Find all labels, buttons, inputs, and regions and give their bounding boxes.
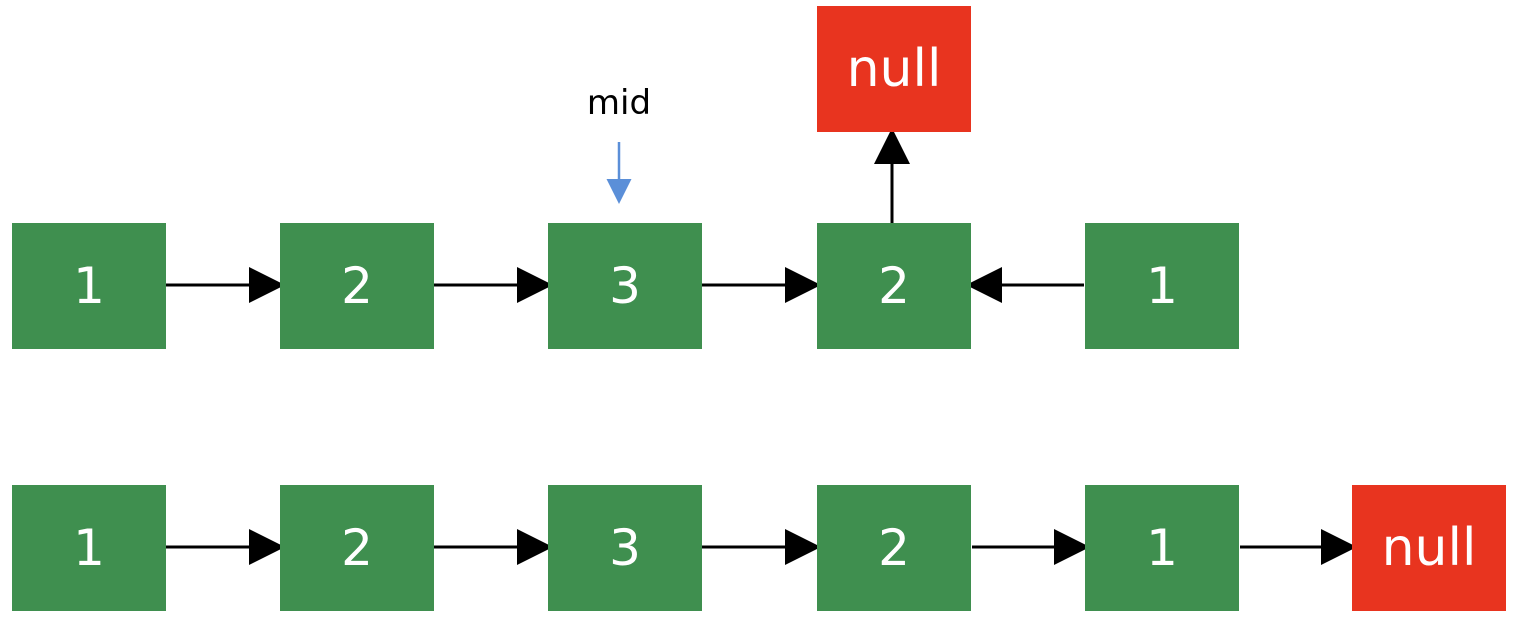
top-node-2: 2 — [280, 223, 434, 349]
top-node-1: 1 — [12, 223, 166, 349]
top-node-3: 3 — [548, 223, 702, 349]
bottom-node-1: 1 — [12, 485, 166, 611]
bottom-null-node: null — [1352, 485, 1506, 611]
top-node-4: 2 — [817, 223, 971, 349]
bottom-node-5: 1 — [1085, 485, 1239, 611]
bottom-node-4: 2 — [817, 485, 971, 611]
bottom-node-2: 2 — [280, 485, 434, 611]
top-node-5: 1 — [1085, 223, 1239, 349]
top-null-node: null — [817, 6, 971, 132]
bottom-node-3: 3 — [548, 485, 702, 611]
mid-label: mid — [586, 83, 652, 123]
